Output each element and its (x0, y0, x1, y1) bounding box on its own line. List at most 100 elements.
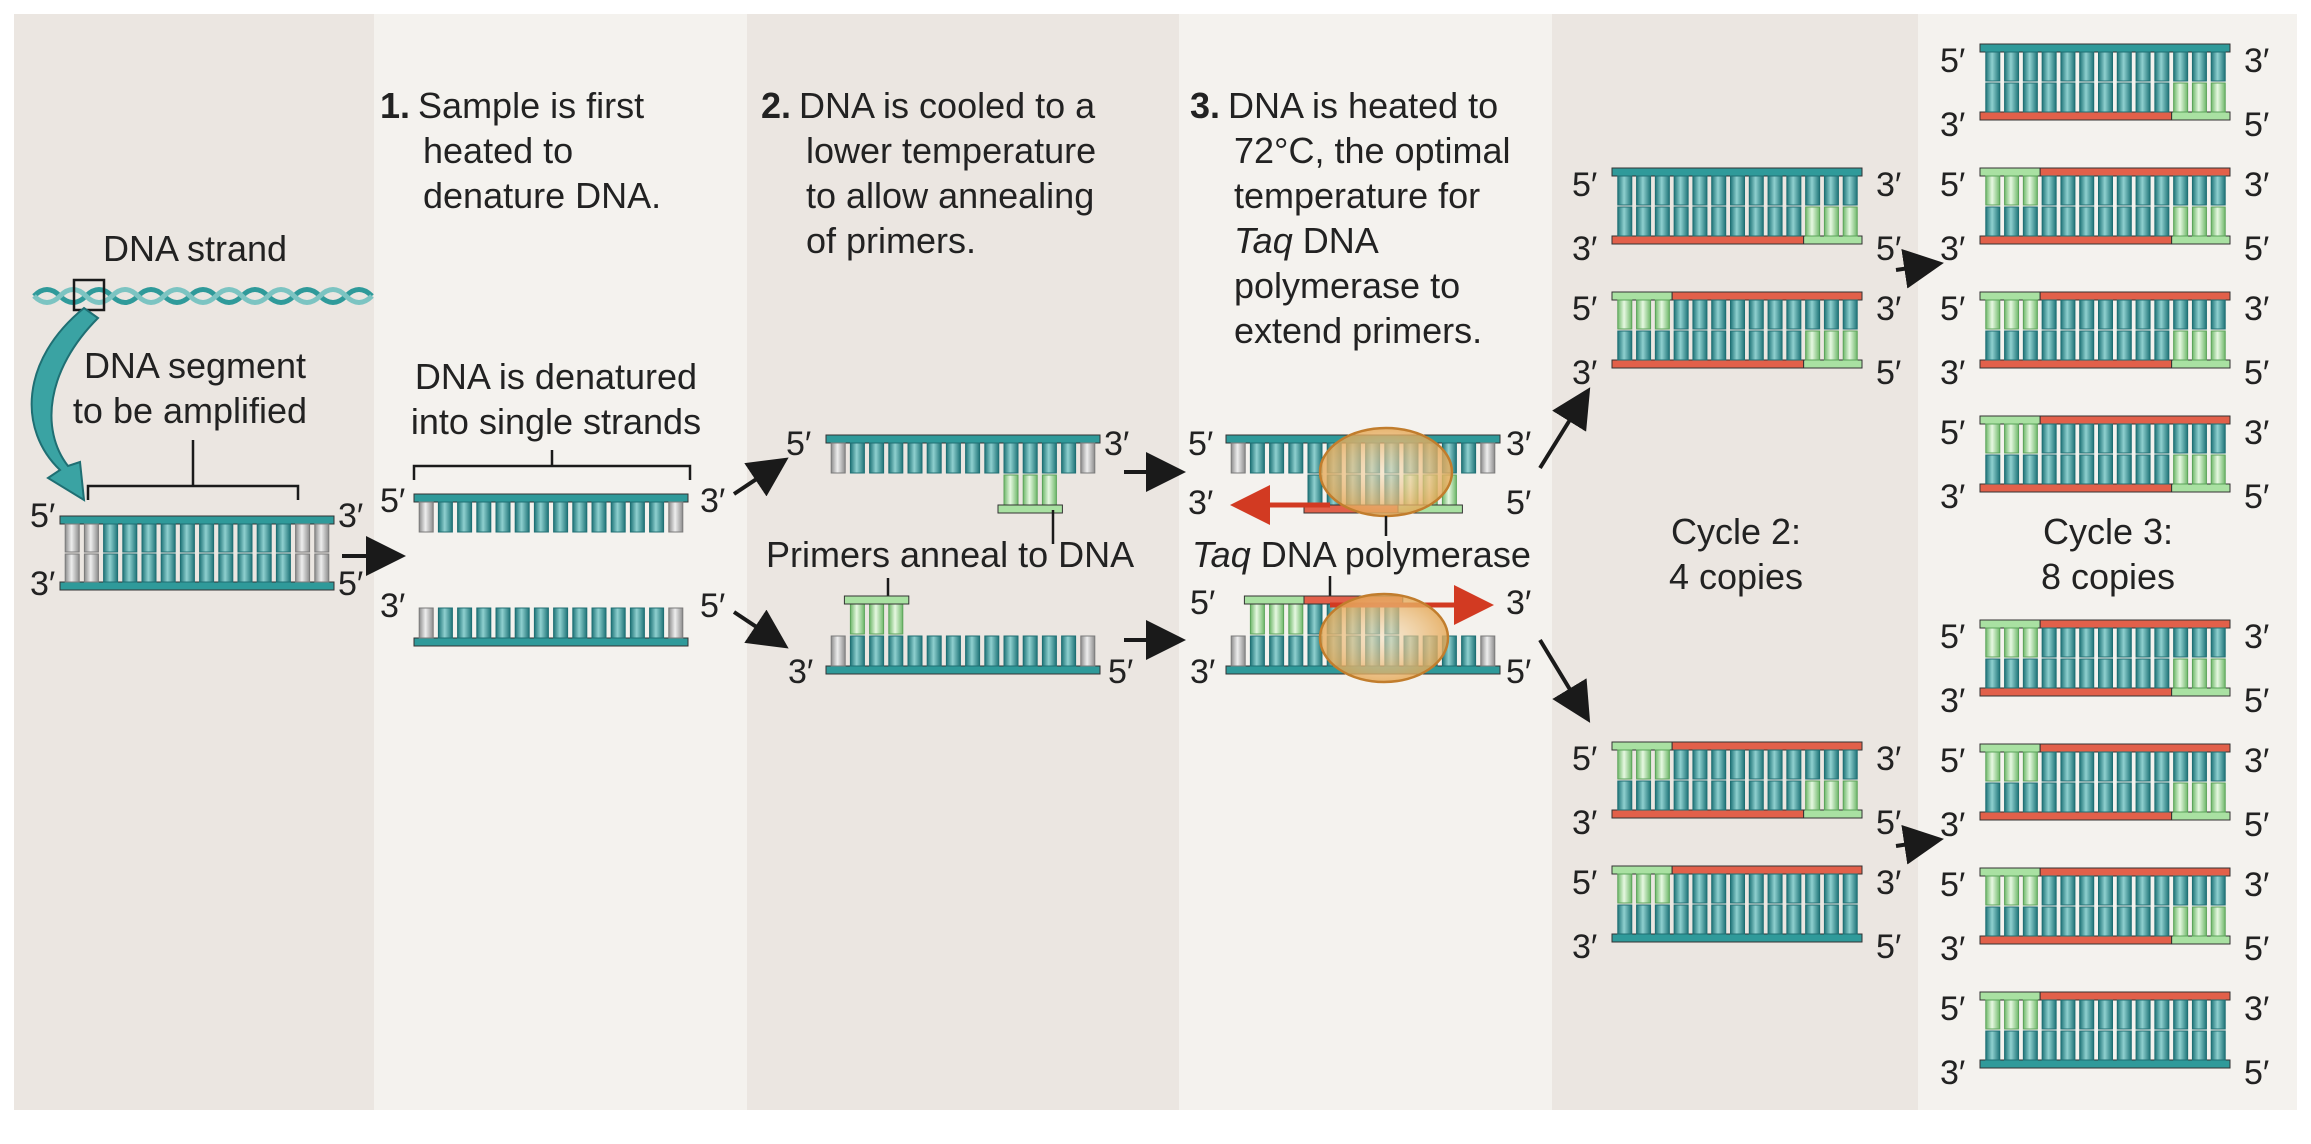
base (256, 553, 272, 583)
base (2116, 875, 2132, 906)
base (629, 501, 645, 533)
base (1636, 780, 1652, 811)
base (2210, 751, 2226, 782)
base (2060, 1030, 2076, 1061)
base (1767, 780, 1783, 811)
end-label: 3′ (1506, 584, 1531, 622)
base (83, 523, 99, 553)
base (2210, 175, 2226, 206)
template-top-with-primer (825, 434, 1101, 514)
dna-copy (1611, 291, 1863, 369)
base (945, 635, 961, 667)
base (2191, 423, 2207, 454)
base (2173, 875, 2189, 906)
base (2022, 658, 2038, 689)
base (1636, 330, 1652, 361)
label-taq-rest: DNA polymerase (1251, 534, 1531, 575)
base (2173, 51, 2189, 82)
base (533, 501, 549, 533)
base (1767, 206, 1783, 237)
end-label: 3′ (1940, 478, 1965, 516)
step-text: polymerase to (1234, 265, 1460, 306)
base (2135, 906, 2151, 937)
taq-polymerase-bottom (1318, 592, 1450, 684)
strand-backbone (2171, 687, 2231, 697)
base (1673, 749, 1689, 780)
base (275, 553, 291, 583)
strand-backbone (1979, 43, 2231, 53)
base (984, 635, 1000, 667)
end-label: 3′ (1940, 806, 1965, 844)
base (1636, 873, 1652, 904)
base (1786, 299, 1802, 330)
base (2041, 330, 2057, 361)
dna-copy (1611, 167, 1863, 245)
end-label: 3′ (2244, 742, 2269, 780)
base (2079, 782, 2095, 813)
base (2191, 206, 2207, 237)
base (2004, 875, 2020, 906)
base (418, 607, 434, 639)
cycle3-copies: 5′3′3′5′5′3′3′5′5′3′3′5′5′3′3′5′5′3′3′5′… (1940, 42, 2269, 1092)
base (1823, 330, 1839, 361)
base (237, 523, 253, 553)
base (2041, 82, 2057, 113)
base (1673, 330, 1689, 361)
base (1288, 603, 1304, 635)
base (2154, 423, 2170, 454)
base (2022, 906, 2038, 937)
step-number: 3. (1190, 85, 1220, 126)
base (2135, 751, 2151, 782)
label-denatured-line1: DNA is denatured (415, 356, 697, 397)
base (2079, 51, 2095, 82)
cycle2-count: 4 copies (1669, 556, 1803, 597)
base (141, 553, 157, 583)
base (1823, 175, 1839, 206)
base (2079, 82, 2095, 113)
strand-backbone (1979, 483, 2173, 493)
base (2154, 299, 2170, 330)
base (907, 442, 923, 474)
strand-backbone (1979, 743, 2041, 753)
helix-segment-box (72, 278, 106, 312)
base (2116, 423, 2132, 454)
strand-backbone (1611, 741, 1673, 751)
base (2004, 454, 2020, 485)
base (2116, 82, 2132, 113)
base (1673, 904, 1689, 935)
step-text: to allow annealing (806, 175, 1094, 216)
base (103, 553, 119, 583)
taq-polymerase-top (1318, 426, 1454, 518)
strand-backbone (1979, 811, 2173, 821)
base (2116, 299, 2132, 330)
arrow (1895, 824, 1944, 865)
end-label: 5′ (1572, 864, 1597, 902)
base (1730, 749, 1745, 780)
base (2210, 330, 2226, 361)
strand-backbone (843, 595, 910, 605)
base (1617, 749, 1633, 780)
base (553, 607, 569, 639)
base (2154, 1030, 2170, 1061)
end-label: 5′ (1506, 653, 1531, 691)
base (2210, 299, 2226, 330)
base (1748, 299, 1764, 330)
base (2135, 658, 2151, 689)
label-primers-anneal: Primers anneal to DNA (766, 534, 1134, 575)
base (2022, 782, 2038, 813)
strand-backbone (1671, 865, 1863, 875)
step1-text: 1.Sample is first heated to denature DNA… (380, 85, 661, 216)
base (1480, 635, 1496, 667)
step-text-italic: Taq (1234, 220, 1293, 261)
base (2041, 175, 2057, 206)
base (1730, 206, 1745, 237)
base (1985, 423, 2001, 454)
base (2173, 82, 2189, 113)
base (1249, 603, 1265, 635)
base (2173, 1030, 2189, 1061)
label-segment-line2: to be amplified (73, 390, 307, 431)
end-label: 5′ (2244, 478, 2269, 516)
base (2004, 782, 2020, 813)
strand-backbone (1611, 235, 1805, 245)
base (1288, 442, 1304, 474)
